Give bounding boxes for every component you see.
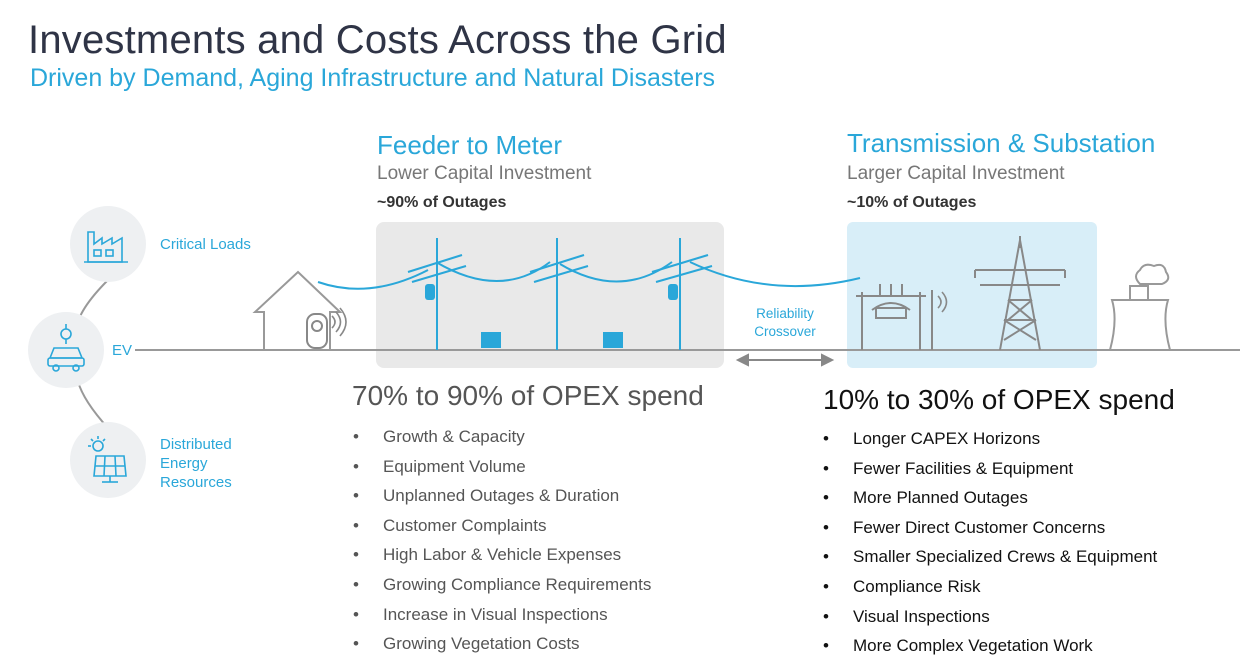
feeder-panel xyxy=(376,222,724,368)
feeder-opex-range: 70% to 90% xyxy=(352,380,503,411)
list-item: Fewer Facilities & Equipment xyxy=(823,454,1157,484)
pole-transformers xyxy=(425,284,678,300)
feeder-title: Feeder to Meter xyxy=(377,130,562,160)
feeder-investment: Lower Capital Investment xyxy=(377,163,592,184)
feeder-outages: ~90% of Outages xyxy=(377,194,507,211)
transmission-opex-range: 10% to 30% xyxy=(823,384,974,415)
page-subtitle: Driven by Demand, Aging Infrastructure a… xyxy=(30,64,716,92)
ev-node xyxy=(28,312,104,388)
car-icon xyxy=(47,324,85,372)
pad-transformers xyxy=(481,332,623,348)
list-item: Customer Complaints xyxy=(353,511,651,541)
transmission-investment: Larger Capital Investment xyxy=(847,163,1065,184)
list-item: Equipment Volume xyxy=(353,452,651,482)
crossover-arrow xyxy=(735,353,835,367)
page-title: Investments and Costs Across the Grid xyxy=(28,18,727,62)
feeder-opex-rest: of OPEX spend xyxy=(510,380,704,411)
crossover-line2: Crossover xyxy=(754,324,816,339)
list-item: Longer CAPEX Horizons xyxy=(823,424,1157,454)
substation-icon xyxy=(856,284,933,350)
feeder-bullet-list: Growth & Capacity Equipment Volume Unpla… xyxy=(353,422,651,659)
der-label-line1: Distributed xyxy=(160,436,232,453)
list-item: More Planned Outages xyxy=(823,483,1157,513)
list-item: Growing Vegetation Costs xyxy=(353,629,651,659)
house-icon xyxy=(252,270,343,350)
transmission-tower-icon xyxy=(974,236,1066,351)
feeder-opex: 70% to 90% of OPEX spend xyxy=(352,380,704,412)
meter-icon xyxy=(306,313,328,349)
solar-panel-icon xyxy=(88,436,127,483)
ev-label: EV xyxy=(112,342,133,359)
transmission-bullet-list: Longer CAPEX Horizons Fewer Facilities &… xyxy=(823,424,1157,661)
der-label-line3: Resources xyxy=(160,474,232,491)
critical-loads-node xyxy=(70,206,146,282)
list-item: Compliance Risk xyxy=(823,572,1157,602)
der-node xyxy=(70,422,146,498)
crossover-line1: Reliability xyxy=(756,306,814,321)
list-item: Growth & Capacity xyxy=(353,422,651,452)
list-item: Fewer Direct Customer Concerns xyxy=(823,513,1157,543)
reliability-crossover-label: Reliability Crossover xyxy=(738,305,832,341)
der-label-line2: Energy xyxy=(160,455,208,472)
distribution-poles xyxy=(407,238,713,350)
meter-signal-icon xyxy=(331,307,347,337)
list-item: Unplanned Outages & Duration xyxy=(353,481,651,511)
transmission-title: Transmission & Substation xyxy=(847,128,1156,158)
critical-loads-label: Critical Loads xyxy=(160,236,251,253)
factory-icon xyxy=(84,231,128,263)
transmission-opex-rest: of OPEX spend xyxy=(981,384,1175,415)
list-item: Increase in Visual Inspections xyxy=(353,600,651,630)
transmission-opex: 10% to 30% of OPEX spend xyxy=(823,384,1175,416)
list-item: Growing Compliance Requirements xyxy=(353,570,651,600)
transmission-panel xyxy=(847,222,1097,368)
power-plant-icon xyxy=(1109,263,1171,351)
der-label: Distributed Energy Resources xyxy=(160,435,232,492)
transmission-outages: ~10% of Outages xyxy=(847,194,977,211)
list-item: More Complex Vegetation Work xyxy=(823,631,1157,661)
list-item: High Labor & Vehicle Expenses xyxy=(353,540,651,570)
substation-signal-icon xyxy=(937,291,948,313)
list-item: Smaller Specialized Crews & Equipment xyxy=(823,542,1157,572)
list-item: Visual Inspections xyxy=(823,602,1157,632)
